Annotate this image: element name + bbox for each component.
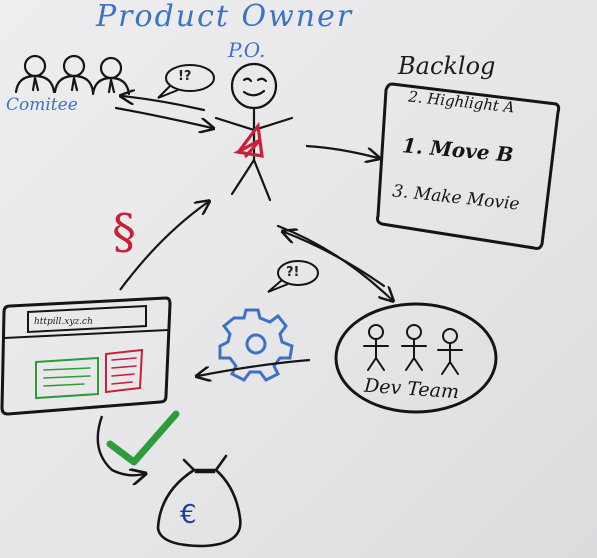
person-icon — [53, 54, 95, 94]
checkmark-icon — [106, 410, 180, 466]
committee-label: Comitee — [6, 95, 78, 115]
red-scribble — [233, 121, 264, 158]
product-site-url: httpill.xyz.ch — [34, 317, 93, 327]
paragraph-sign: § — [112, 204, 136, 260]
product-owner-label: P.O. — [228, 38, 266, 62]
person-icon — [437, 328, 463, 375]
gear-icon — [218, 308, 294, 382]
speech-bubble-icon — [267, 260, 319, 293]
po-devteam-arrows — [276, 224, 392, 300]
person-icon — [401, 324, 427, 371]
site-to-po-arrow — [119, 202, 208, 291]
devteam-to-site-arrow — [198, 358, 311, 376]
money-bag-icon — [156, 454, 242, 548]
euro-icon: € — [180, 500, 197, 530]
page-title: Product Owner — [96, 0, 354, 34]
committee-po-arrows — [114, 96, 212, 128]
po-to-backlog-arrow — [305, 144, 378, 158]
committee-figures — [14, 54, 131, 96]
person-icon — [363, 324, 389, 371]
speech-bubble-icon — [157, 64, 215, 99]
site-to-money-arrow — [96, 415, 144, 475]
product-site-mockup — [0, 296, 172, 416]
team-speech-text: ?! — [286, 265, 300, 280]
backlog-board — [376, 82, 561, 250]
committee-speech-text: !? — [178, 69, 192, 84]
dev-team — [334, 302, 498, 414]
person-icon — [91, 56, 131, 96]
person-icon — [14, 54, 56, 94]
backlog-title: Backlog — [398, 52, 496, 80]
